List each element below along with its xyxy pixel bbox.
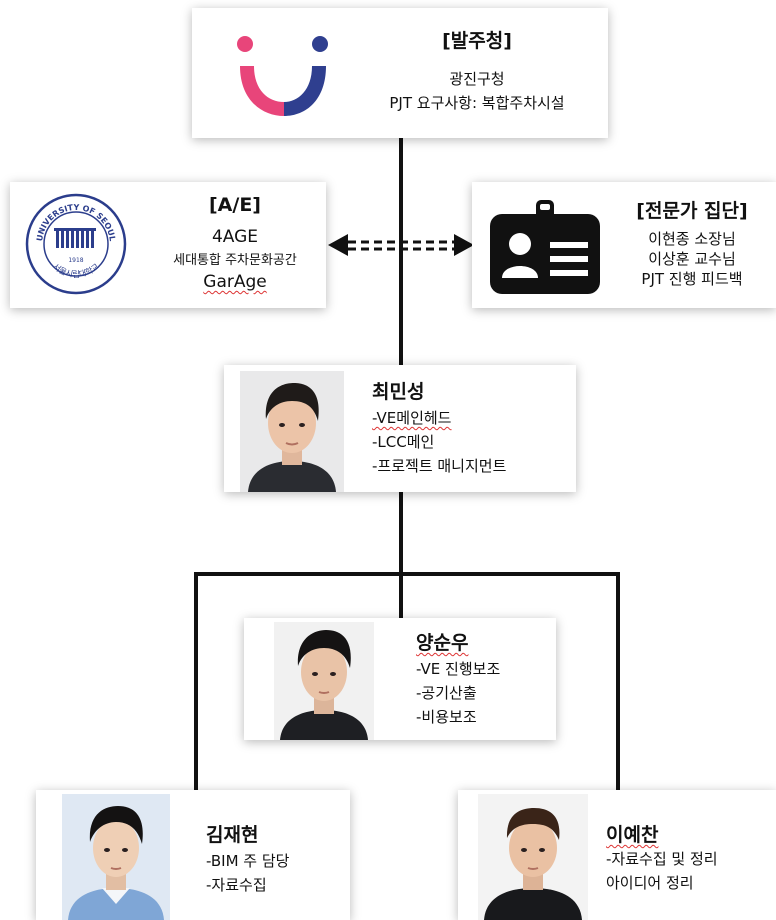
- connector-right-vertical: [616, 572, 620, 792]
- connector-horizontal-bar: [194, 572, 620, 576]
- ae-line-2: 세대통합 주차문화공간: [173, 253, 297, 268]
- member-right-card: 이예찬 -자료수집 및 정리 아이디어 정리: [458, 790, 776, 920]
- experts-line-3: PJT 진행 피드백: [641, 270, 743, 288]
- client-logo-icon: [237, 36, 328, 116]
- member-center-item-3: -비용보조: [416, 708, 477, 726]
- member-left-photo: [62, 794, 170, 920]
- client-title: [발주청]: [442, 30, 512, 52]
- ae-line-1: 4AGE: [211, 227, 259, 247]
- leader-card: 최민성 -VE메인헤드 -LCC메인 -프로젝트 매니지먼트: [224, 365, 576, 492]
- member-left-card: 김재현 -BIM 주 담당 -자료수집: [36, 790, 350, 920]
- collaboration-arrow: [328, 234, 474, 256]
- ae-line-3: GarAge: [203, 272, 267, 292]
- university-seal-icon: UNIVERSITY OF SEOUL 서울시립대학교 1918: [25, 193, 127, 295]
- connector-top-vertical: [399, 138, 403, 370]
- leader-photo: [240, 371, 344, 492]
- member-center-name: 양순우: [416, 632, 469, 654]
- member-right-name: 이예찬: [606, 824, 659, 846]
- experts-card: [전문가 집단] 이현종 소장님 이상훈 교수님 PJT 진행 피드백: [472, 182, 776, 308]
- client-card: [발주청] 광진구청 PJT 요구사항: 복합주차시설: [192, 8, 608, 138]
- member-center-item-2: -공기산출: [416, 684, 477, 702]
- experts-title: [전문가 집단]: [636, 200, 748, 222]
- member-left-item-1: -BIM 주 담당: [206, 852, 290, 870]
- client-line-2: PJT 요구사항: 복합주차시설: [389, 94, 565, 112]
- client-line-1: 광진구청: [449, 70, 505, 88]
- leader-item-2: -LCC메인: [372, 433, 435, 451]
- member-left-item-2: -자료수집: [206, 876, 267, 894]
- leader-item-3: -프로젝트 매니지먼트: [372, 457, 507, 475]
- member-center-item-1: -VE 진행보조: [416, 660, 501, 678]
- connector-left-vertical: [194, 572, 198, 792]
- ae-title: [A/E]: [209, 194, 261, 216]
- experts-line-1: 이현종 소장님: [648, 230, 736, 248]
- id-badge-icon: [490, 200, 600, 294]
- member-center-card: 양순우 -VE 진행보조 -공기산출 -비용보조: [244, 618, 556, 740]
- connector-mid-vertical: [399, 492, 403, 620]
- leader-item-1: -VE메인헤드: [372, 409, 452, 427]
- member-left-name: 김재현: [206, 824, 259, 846]
- member-right-photo: [478, 794, 588, 920]
- member-right-item-2: 아이디어 정리: [606, 874, 694, 892]
- seal-year: 1918: [68, 257, 83, 264]
- ae-card: UNIVERSITY OF SEOUL 서울시립대학교 1918 [A/E] 4…: [10, 182, 326, 308]
- member-center-photo: [274, 622, 374, 740]
- member-right-item-1: -자료수집 및 정리: [606, 850, 718, 868]
- leader-name: 최민성: [372, 381, 425, 403]
- experts-line-2: 이상훈 교수님: [648, 250, 736, 268]
